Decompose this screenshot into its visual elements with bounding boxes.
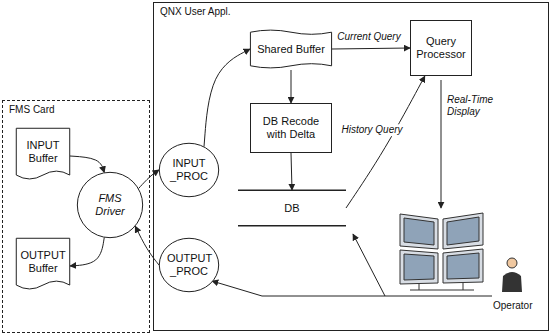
card-frame: FMS CardINPUT BufferFMS DriverOUTPUT Buf… [2, 100, 150, 333]
node-label: FMS Driver [85, 192, 135, 217]
driver-ellipse: FMS Driver [77, 172, 143, 238]
flow-arrow [139, 170, 159, 189]
flow-arrow [70, 237, 104, 266]
edge-label: History Query [339, 124, 404, 136]
flow-arrow [291, 70, 292, 103]
node-label: OUTPUT Buffer [20, 249, 66, 274]
node-label: INPUT _PROC [167, 157, 211, 182]
display-arrow [441, 80, 442, 208]
frame-heading: FMS Card [9, 104, 55, 116]
flow-arrow [291, 153, 292, 190]
node-label: Query Processor [414, 35, 468, 60]
flow-arrow [332, 48, 410, 49]
process-box: Query Processor [410, 20, 472, 76]
flow-arrow [346, 76, 425, 208]
flow-arrow [135, 226, 159, 265]
flow-arrow [70, 156, 104, 173]
node-label: DB [284, 202, 299, 215]
node-label: INPUT Buffer [20, 139, 66, 164]
operator-command-line [212, 234, 492, 296]
edge-label: Current Query [335, 31, 402, 43]
process-circle: OUTPUT _PROC [159, 238, 219, 292]
display-label: Real-Time Display [447, 94, 509, 117]
operator-label: Operator [493, 300, 549, 312]
flow-arrow [204, 49, 250, 147]
operator-figure [502, 258, 522, 292]
process-circle: INPUT _PROC [159, 143, 219, 197]
database: DB [238, 190, 346, 226]
node-label: DB Recode with Delta [254, 115, 328, 140]
node-label: OUTPUT _PROC [167, 252, 211, 277]
buffer-document: INPUT Buffer [16, 128, 70, 184]
application-frame: QNX User Appl. Shared Buffer Query Process… [153, 2, 549, 331]
buffer-document: OUTPUT Buffer [16, 238, 70, 294]
node-label: Shared Buffer [257, 43, 325, 56]
process-box: DB Recode with Delta [250, 103, 332, 153]
shared-buffer: Shared Buffer [250, 28, 332, 70]
frame-heading: QNX User Appl. [160, 6, 231, 18]
monitor-wall [400, 213, 483, 290]
